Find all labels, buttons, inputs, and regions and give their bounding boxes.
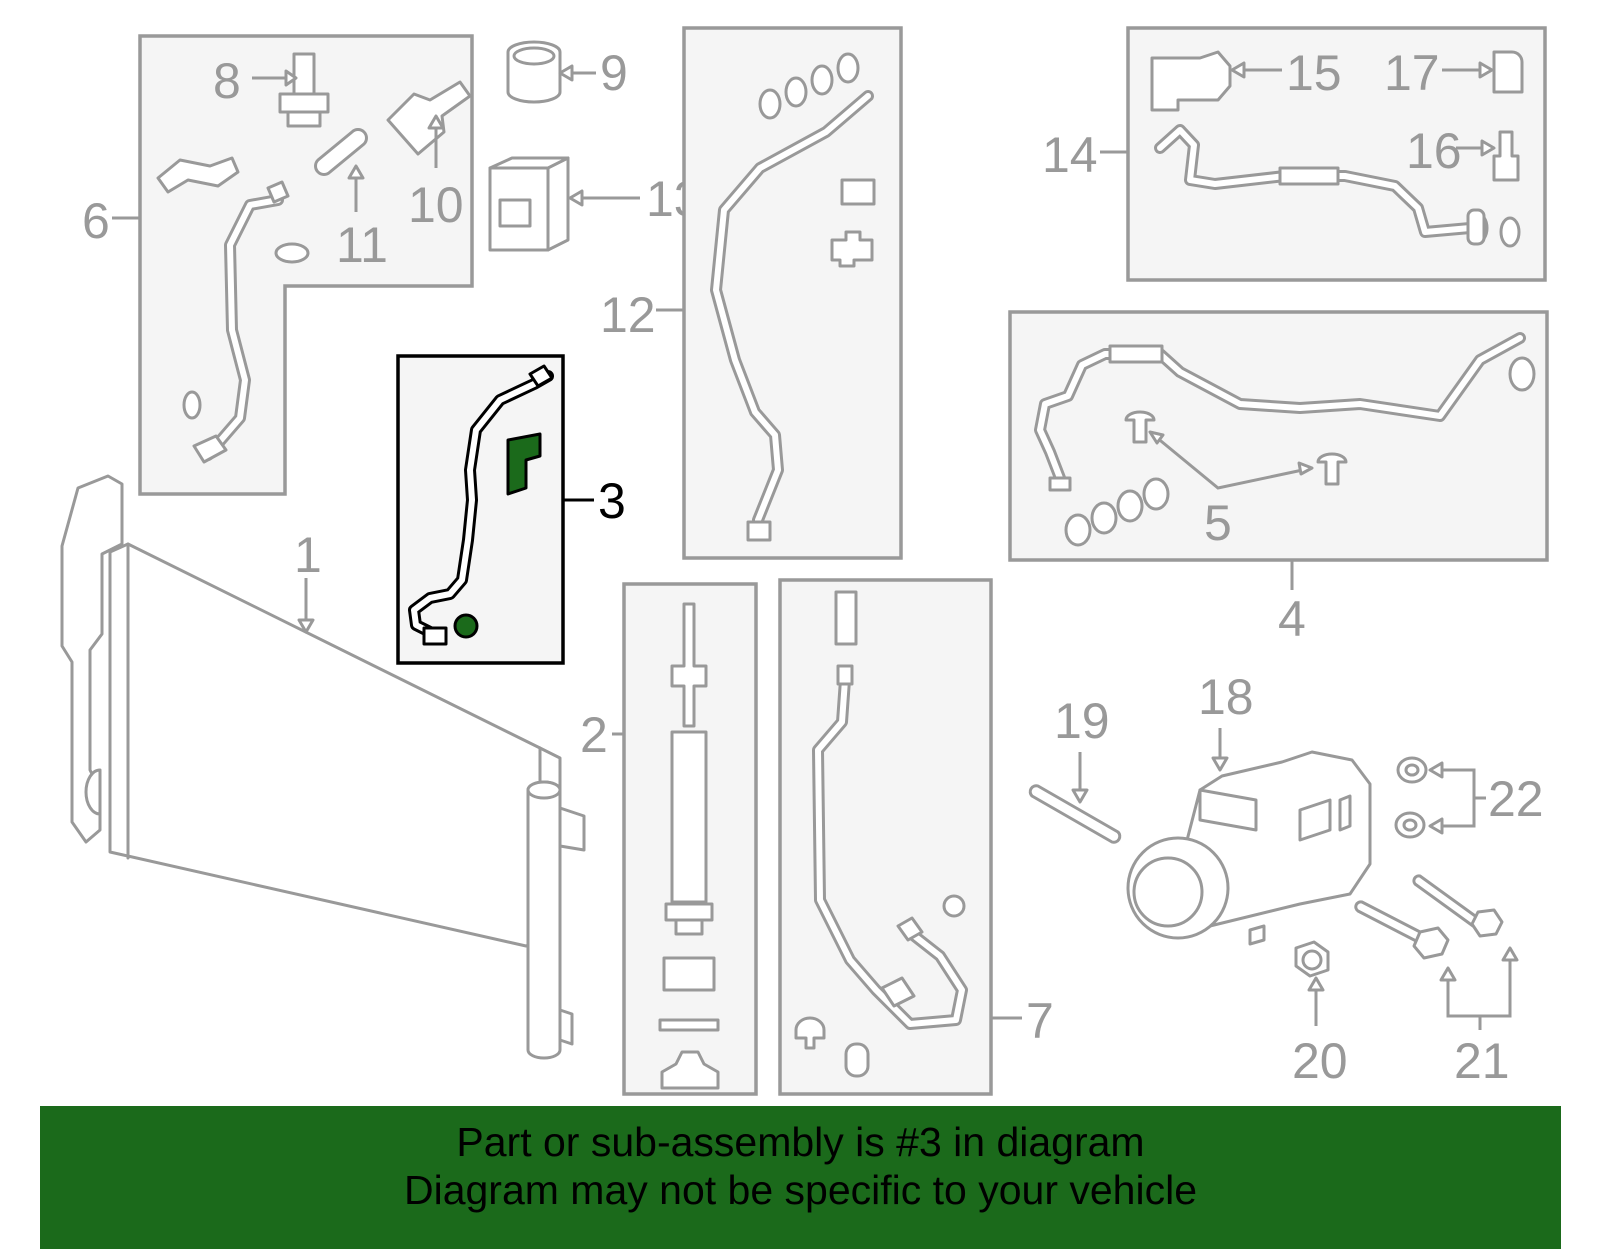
callout-17[interactable]: 17 — [1384, 45, 1440, 101]
callout-18[interactable]: 18 — [1198, 669, 1254, 725]
part-1-condenser: 1 — [60, 474, 586, 1060]
group-4: 5 4 — [1008, 310, 1549, 647]
group-12: 12 — [600, 26, 903, 560]
group-14: 14 15 16 17 — [1042, 26, 1547, 282]
callout-22[interactable]: 22 — [1488, 771, 1544, 827]
callout-19[interactable]: 19 — [1054, 693, 1110, 749]
callout-7[interactable]: 7 — [1026, 993, 1054, 1049]
callout-21[interactable]: 21 — [1454, 1033, 1510, 1089]
callout-5[interactable]: 5 — [1204, 495, 1232, 551]
switch-10 — [386, 80, 472, 156]
callout-16[interactable]: 16 — [1406, 123, 1462, 179]
callout-3[interactable]: 3 — [598, 473, 626, 529]
callout-11[interactable]: 11 — [336, 217, 388, 273]
info-banner: Part or sub-assembly is #3 in diagram Di… — [40, 1106, 1561, 1249]
part-13: 13 — [488, 156, 702, 252]
banner-line-1: Part or sub-assembly is #3 in diagram — [456, 1119, 1145, 1165]
tube-11 — [314, 128, 368, 176]
part-19-pin: 19 — [1028, 693, 1122, 844]
callout-9[interactable]: 9 — [600, 45, 628, 101]
part-20-nut: 20 — [1292, 940, 1348, 1089]
group-2: 2 — [580, 582, 758, 1096]
group-3[interactable]: 3 — [396, 354, 626, 665]
callout-2[interactable]: 2 — [580, 707, 608, 763]
part-9: 9 — [506, 40, 628, 104]
banner-line-2: Diagram may not be specific to your vehi… — [403, 1167, 1197, 1213]
part-18-compressor: 18 — [1126, 669, 1372, 946]
group-3-box[interactable] — [396, 354, 565, 665]
callout-6[interactable]: 6 — [82, 193, 110, 249]
callout-14[interactable]: 14 — [1042, 127, 1098, 183]
callout-20[interactable]: 20 — [1292, 1033, 1348, 1089]
group-6-box — [138, 34, 474, 496]
callout-1[interactable]: 1 — [294, 527, 322, 583]
bolt-8 — [278, 52, 330, 128]
callout-4[interactable]: 4 — [1278, 591, 1306, 647]
part-21-bolts: 21 — [1354, 874, 1519, 1089]
callout-15[interactable]: 15 — [1286, 45, 1342, 101]
callout-12[interactable]: 12 — [600, 287, 656, 343]
callout-8[interactable]: 8 — [213, 53, 241, 109]
o-ring-3[interactable] — [453, 613, 479, 639]
bracket-3[interactable] — [506, 432, 542, 496]
callout-10[interactable]: 10 — [408, 177, 464, 233]
group-7: 7 — [778, 578, 1054, 1096]
group-4-box — [1008, 310, 1549, 562]
group-6: 6 8 10 11 — [82, 34, 474, 496]
part-22-washers: 22 — [1394, 756, 1544, 839]
